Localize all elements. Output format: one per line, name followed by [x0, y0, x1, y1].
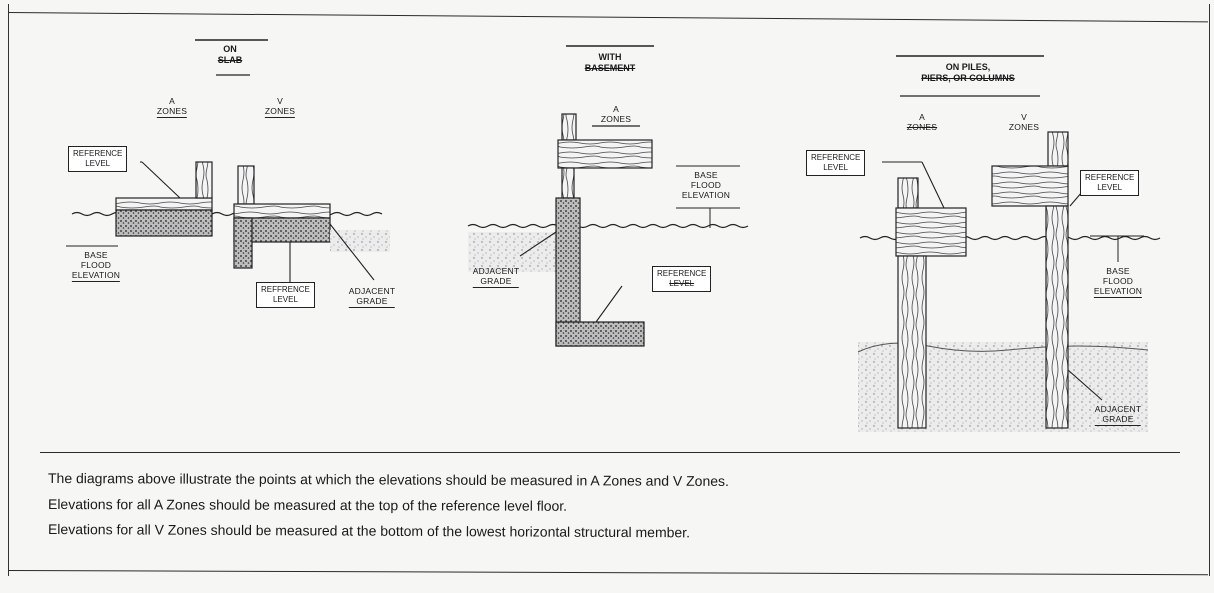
- piles-v-zones-label: V ZONES: [1008, 112, 1040, 132]
- slab-heading: ON SLAB: [218, 44, 243, 66]
- slab-reference-level-box: REFERENCE LEVEL: [68, 146, 128, 172]
- basement-heading: WITH BASEMENT: [585, 52, 636, 74]
- elevation-diagram: [66, 39, 1161, 432]
- piles-heading-line1: ON PILES,: [945, 62, 991, 72]
- slab-base-flood-elevation-label: BASE FLOOD ELEVATION: [71, 250, 121, 282]
- slab-adjacent-grade-label: ADJACENT GRADE: [348, 286, 396, 308]
- piles-heading-line2: PIERS, OR COLUMNS: [921, 73, 1015, 83]
- slab-heading-line1: ON: [223, 44, 237, 54]
- basement-panel: [467, 45, 749, 347]
- slab-refference-level-box: REFFRENCE LEVEL: [256, 282, 315, 308]
- slab-heading-line2: SLAB: [217, 55, 243, 65]
- basement-heading-line2: BASEMENT: [584, 63, 636, 73]
- slab-panel: [66, 39, 390, 282]
- caption-line-2: Elevations for all A Zones should be mea…: [47, 496, 568, 514]
- piles-heading: ON PILES, PIERS, OR COLUMNS: [921, 62, 1015, 84]
- basement-reference-level-box: REFERENCE LEVEL: [652, 266, 712, 292]
- figure-frame: [8, 4, 1210, 576]
- slab-a-zones-label: A ZONES: [156, 96, 188, 118]
- piles-adjacent-grade-label: ADJACENT GRADE: [1094, 404, 1142, 426]
- basement-a-zones-label: A ZONES: [600, 104, 632, 124]
- piles-panel: [857, 55, 1161, 432]
- caption-line-3: Elevations for all V Zones should be mea…: [47, 521, 691, 541]
- caption-line-1: The diagrams above illustrate the points…: [47, 470, 729, 489]
- piles-reference-level-left-box: REFERENCE LEVEL: [806, 150, 866, 176]
- piles-a-zones-label: A ZONES: [906, 112, 938, 132]
- basement-heading-line1: WITH: [598, 52, 622, 62]
- caption-divider: [40, 452, 1180, 453]
- basement-water-line: [467, 223, 749, 229]
- slab-v-zones-label: V ZONES: [264, 96, 296, 118]
- piles-base-flood-elevation-label: BASE FLOOD ELEVATION: [1093, 266, 1143, 298]
- basement-base-flood-elevation-label: BASE FLOOD ELEVATION: [681, 170, 731, 200]
- piles-reference-level-right-box: REFERENCE LEVEL: [1080, 170, 1140, 196]
- basement-adjacent-grade-label: ADJACENT GRADE: [472, 266, 520, 288]
